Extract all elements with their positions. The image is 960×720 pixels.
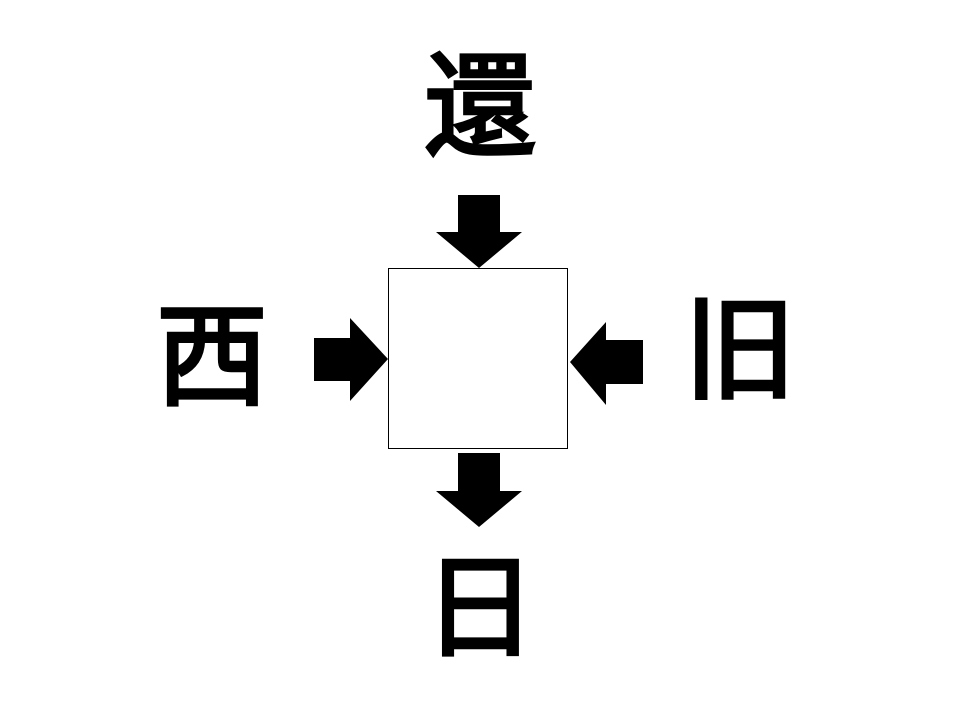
answer-box[interactable] bbox=[388, 268, 568, 449]
right-kanji: 旧 bbox=[684, 286, 796, 416]
left-kanji: 西 bbox=[156, 293, 268, 423]
bottom-kanji: 日 bbox=[424, 544, 536, 674]
top-kanji: 還 bbox=[424, 43, 536, 173]
arrow-right-icon bbox=[314, 318, 388, 401]
arrow-down-icon bbox=[436, 195, 522, 268]
arrow-down-icon bbox=[436, 453, 522, 527]
arrow-left-icon bbox=[570, 322, 643, 405]
